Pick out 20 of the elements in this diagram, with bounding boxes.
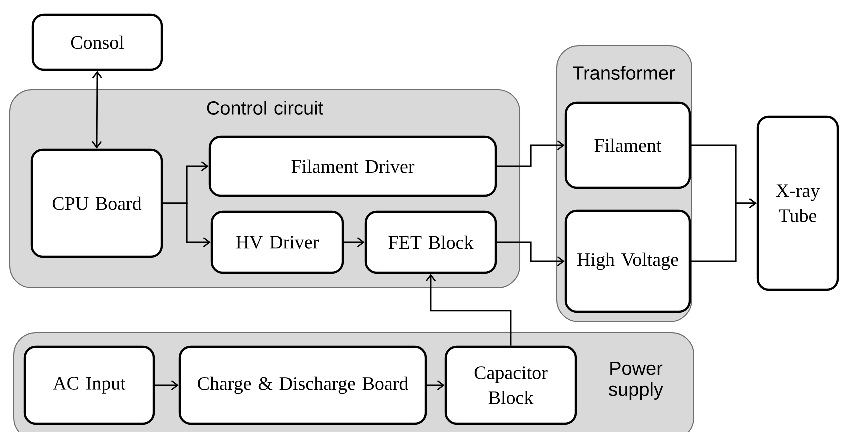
block-box: HV Driver: [210, 210, 344, 274]
arrow: [344, 237, 365, 248]
arrow: [163, 202, 211, 248]
arrow: [497, 140, 565, 168]
block-box: Capacitor Block: [444, 346, 578, 426]
arrow: [155, 380, 179, 391]
arrow: [497, 242, 565, 267]
block-box: High Voltage: [564, 210, 692, 314]
block-box: Charge & Discharge Board: [178, 346, 428, 426]
block-box: AC Input: [24, 346, 156, 426]
arrow: [691, 198, 757, 262]
block-box: Filament Driver: [208, 136, 498, 198]
block-box: Consol: [32, 14, 164, 72]
arrow: [92, 71, 103, 149]
arrow: [427, 380, 445, 391]
block-box: X-ray Tube: [756, 116, 840, 292]
arrow: [426, 274, 512, 346]
block-box: CPU Board: [30, 148, 164, 258]
block-box: Filament: [564, 102, 692, 190]
block-box: FET Block: [364, 210, 498, 274]
